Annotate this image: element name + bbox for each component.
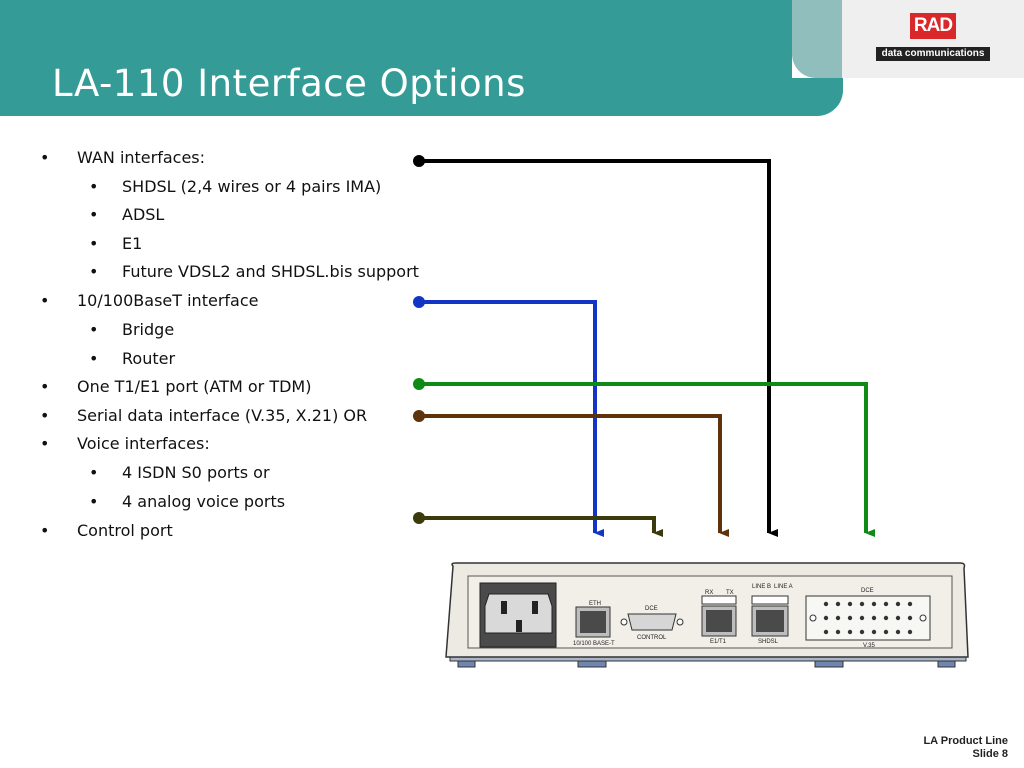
bullet-text: 4 analog voice ports bbox=[122, 492, 286, 511]
eth-port-label: ETH bbox=[589, 601, 601, 607]
slide-footer: LA Product Line Slide 8 bbox=[923, 735, 1008, 761]
bullet-dot: • bbox=[89, 349, 99, 368]
bullet-item: • E1 bbox=[89, 234, 469, 256]
control-port-label: CONTROL bbox=[637, 635, 667, 641]
v35-label: V.35 bbox=[863, 643, 875, 649]
bullet-text: SHDSL (2,4 wires or 4 pairs IMA) bbox=[122, 177, 382, 196]
bullet-dot: • bbox=[89, 463, 99, 482]
control-dce-label: DCE bbox=[645, 606, 658, 612]
control-port: DCE CONTROL bbox=[620, 606, 684, 641]
bullet-text: Router bbox=[122, 349, 176, 368]
bullet-dot: • bbox=[89, 262, 99, 281]
bullet-text: Control port bbox=[77, 521, 173, 540]
bullet-item: • Future VDSL2 and SHDSL.bis support bbox=[89, 262, 469, 284]
logo-panel-shade bbox=[792, 0, 842, 78]
e1t1-label: E1/T1 bbox=[710, 639, 727, 645]
bullet-text: One T1/E1 port (ATM or TDM) bbox=[77, 377, 312, 396]
connector-line bbox=[419, 414, 729, 537]
bullet-item: • ADSL bbox=[89, 205, 469, 227]
shdsl-label: SHDSL bbox=[758, 639, 779, 645]
bullet-dot: • bbox=[40, 148, 50, 167]
bullet-item: • Control port bbox=[40, 521, 420, 543]
ethernet-connector bbox=[413, 296, 604, 537]
bullet-item: • 10/100BaseT interface bbox=[40, 291, 420, 313]
connector-line bbox=[419, 300, 604, 537]
e1t1-port: RX TX E1/T1 bbox=[701, 590, 737, 645]
bullet-item: • 4 analog voice ports bbox=[89, 492, 469, 514]
bullet-text: Serial data interface (V.35, X.21) OR bbox=[77, 406, 368, 425]
rad-logo-tagline: data communications bbox=[876, 47, 990, 61]
t1e1-connector bbox=[413, 378, 875, 537]
bullet-text: ADSL bbox=[122, 205, 165, 224]
bullet-text: 10/100BaseT interface bbox=[77, 291, 259, 310]
bullet-dot: • bbox=[89, 320, 99, 339]
power-inlet-icon bbox=[479, 582, 557, 648]
bullet-text: 4 ISDN S0 ports or bbox=[122, 463, 270, 482]
serial-connector bbox=[413, 410, 729, 537]
bullet-dot: • bbox=[40, 406, 50, 425]
bullet-item: • WAN interfaces: bbox=[40, 148, 420, 170]
footer-slide-number: Slide 8 bbox=[972, 748, 1008, 760]
bullet-text: Future VDSL2 and SHDSL.bis support bbox=[122, 262, 419, 281]
header-band bbox=[0, 0, 843, 116]
bullet-dot: • bbox=[40, 291, 50, 310]
bullet-text: Voice interfaces: bbox=[77, 434, 210, 453]
rx-label: RX bbox=[705, 590, 713, 596]
bullet-dot: • bbox=[89, 177, 99, 196]
connector-line bbox=[419, 159, 778, 537]
line-a-label: LINE A bbox=[774, 584, 793, 590]
bullet-text: E1 bbox=[122, 234, 143, 253]
control-connector bbox=[413, 512, 663, 537]
connector-line bbox=[419, 382, 875, 537]
la110-device: ETH 10/100 BASE-T DCE CONTROL RX TX E1/T… bbox=[445, 562, 969, 668]
tx-label: TX bbox=[726, 590, 734, 596]
eth-port: ETH 10/100 BASE-T bbox=[573, 601, 615, 647]
footer-product-line: LA Product Line bbox=[923, 735, 1008, 747]
bullet-dot: • bbox=[89, 492, 99, 511]
connector-line bbox=[419, 516, 663, 537]
line-b-label: LINE B bbox=[752, 584, 771, 590]
bullet-item: • 4 ISDN S0 ports or bbox=[89, 463, 469, 485]
v35-port: DCE V.35 bbox=[805, 588, 931, 649]
bullet-dot: • bbox=[40, 377, 50, 396]
bullet-dot: • bbox=[40, 521, 50, 540]
bullet-text: WAN interfaces: bbox=[77, 148, 206, 167]
bullet-item: • Router bbox=[89, 349, 469, 371]
bullet-dot: • bbox=[89, 205, 99, 224]
bullet-item: • Serial data interface (V.35, X.21) OR bbox=[40, 406, 420, 428]
wan-connector bbox=[413, 155, 778, 537]
shdsl-port: LINE B LINE A SHDSL bbox=[751, 584, 793, 645]
v35-dce-label: DCE bbox=[861, 588, 874, 594]
page-title: LA-110 Interface Options bbox=[52, 62, 526, 105]
eth-port-sublabel: 10/100 BASE-T bbox=[573, 641, 615, 647]
bullet-dot: • bbox=[89, 234, 99, 253]
rad-logo: RAD bbox=[910, 13, 956, 39]
bullet-item: • Bridge bbox=[89, 320, 469, 342]
bullet-dot: • bbox=[40, 434, 50, 453]
bullet-item: • One T1/E1 port (ATM or TDM) bbox=[40, 377, 420, 399]
bullet-text: Bridge bbox=[122, 320, 175, 339]
bullet-item: • Voice interfaces: bbox=[40, 434, 420, 456]
bullet-item: • SHDSL (2,4 wires or 4 pairs IMA) bbox=[89, 177, 469, 199]
